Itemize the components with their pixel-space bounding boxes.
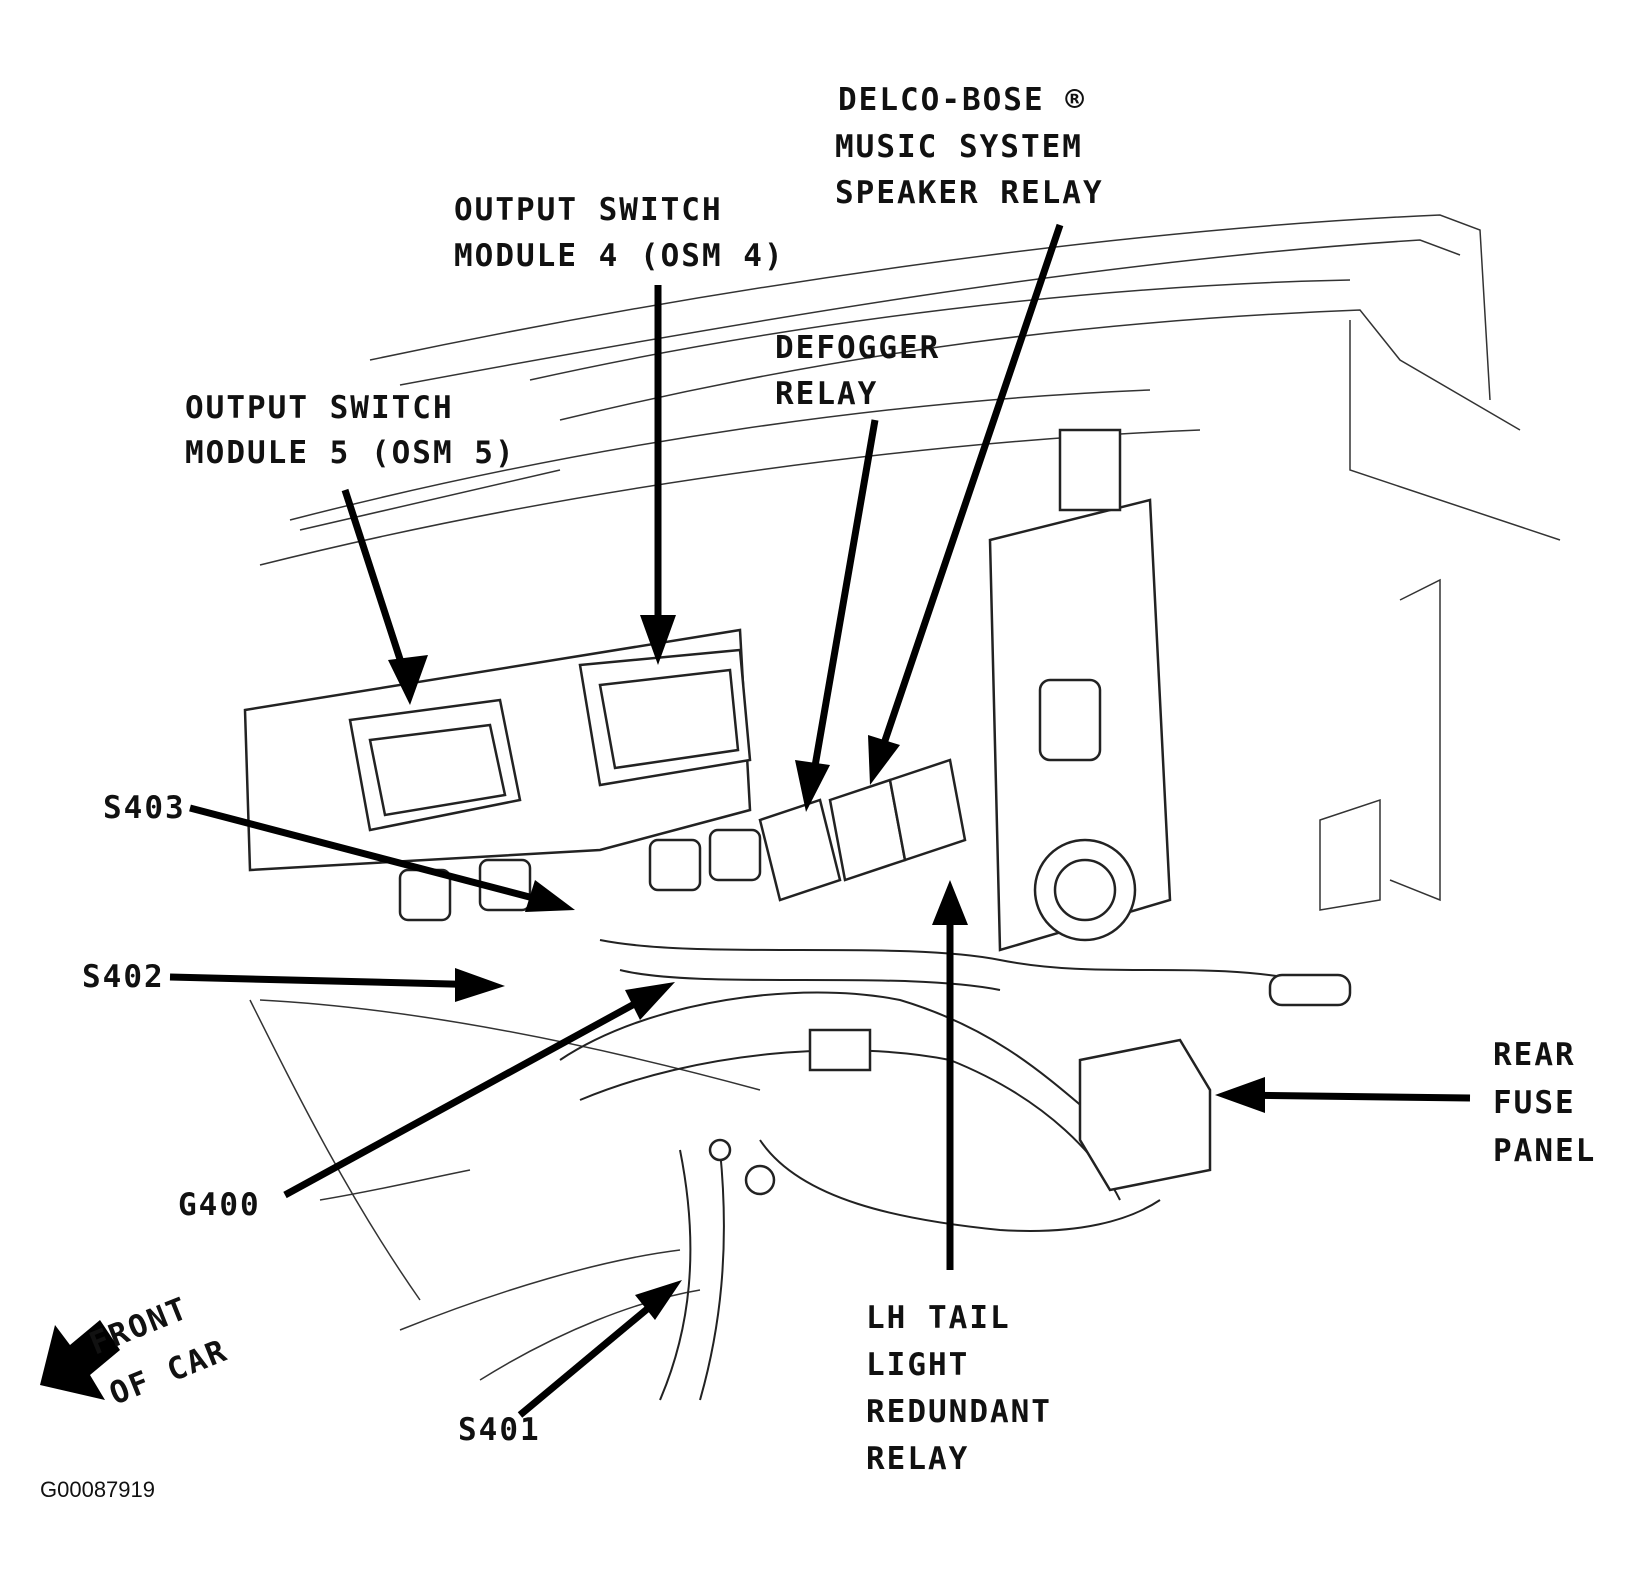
wire-harness xyxy=(559,939,1352,1401)
label-lh-tail-3: REDUNDANT xyxy=(866,1394,1052,1430)
connectors xyxy=(398,828,762,922)
label-rear-fuse-2: FUSE xyxy=(1493,1085,1576,1121)
label-s403: S403 xyxy=(103,790,186,826)
label-lh-tail-2: LIGHT xyxy=(866,1347,969,1383)
label-osm5-1: OUTPUT SWITCH xyxy=(185,390,454,426)
label-s401: S401 xyxy=(458,1412,541,1448)
rear-fuse-panel xyxy=(1078,1038,1212,1192)
osm4-module xyxy=(578,648,752,787)
relays xyxy=(758,758,967,902)
osm5-module xyxy=(348,698,522,832)
leader-arrows xyxy=(169,223,1471,1418)
body-outline xyxy=(249,214,1561,1381)
label-s402: S402 xyxy=(82,959,165,995)
label-osm5-2: MODULE 5 (OSM 5) xyxy=(185,435,516,471)
label-g400: G400 xyxy=(178,1187,261,1223)
arrow-down-left-icon xyxy=(40,1320,120,1400)
label-lh-tail-1: LH TAIL xyxy=(866,1300,1011,1336)
label-osm4-1: OUTPUT SWITCH xyxy=(454,192,723,228)
label-defogger-2: RELAY xyxy=(775,376,878,412)
label-delco-bose-3: SPEAKER RELAY xyxy=(835,175,1104,211)
label-rear-fuse-1: REAR xyxy=(1493,1037,1576,1073)
label-rear-fuse-3: PANEL xyxy=(1493,1133,1596,1169)
label-osm4-2: MODULE 4 (OSM 4) xyxy=(454,238,785,274)
figure-id: G00087919 xyxy=(40,1477,155,1502)
label-delco-bose-2: MUSIC SYSTEM xyxy=(835,129,1083,165)
fuse-bracket xyxy=(808,1028,872,1072)
label-defogger-1: DEFOGGER xyxy=(775,330,940,366)
label-delco-bose-1: DELCO-BOSE ® xyxy=(838,82,1086,118)
label-lh-tail-4: RELAY xyxy=(866,1441,969,1477)
speaker-assembly xyxy=(988,428,1172,952)
